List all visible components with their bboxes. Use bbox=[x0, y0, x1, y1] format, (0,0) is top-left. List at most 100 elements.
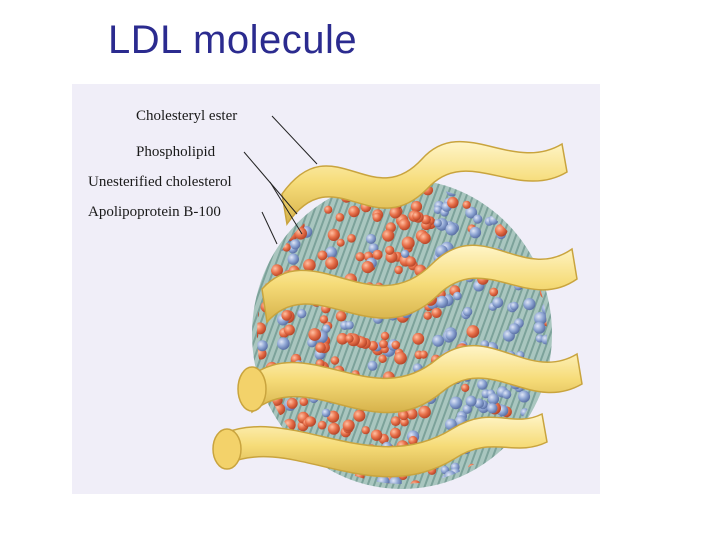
lipid-sphere bbox=[281, 310, 292, 321]
lipid-sphere bbox=[449, 396, 463, 410]
lipid-sphere bbox=[286, 397, 298, 409]
lipid-sphere bbox=[469, 226, 482, 239]
lipid-sphere bbox=[317, 250, 328, 261]
lipid-sphere bbox=[299, 397, 309, 407]
lipid-sphere bbox=[327, 228, 340, 241]
label-group: Cholesteryl ester Phospholipid Unesterif… bbox=[88, 108, 318, 245]
lipid-sphere bbox=[406, 408, 418, 420]
pointer-line bbox=[269, 181, 303, 235]
lipid-sphere bbox=[355, 252, 365, 262]
lipid-sphere bbox=[394, 265, 403, 275]
lipid-sphere bbox=[433, 219, 442, 228]
lipid-sphere bbox=[361, 426, 370, 435]
lipid-sphere bbox=[366, 233, 376, 244]
lipid-sphere bbox=[294, 227, 307, 240]
lipid-sphere bbox=[283, 324, 295, 336]
lipid-sphere bbox=[321, 408, 331, 418]
lipid-sphere bbox=[410, 201, 423, 213]
lipid-sphere bbox=[394, 351, 407, 365]
lipid-sphere bbox=[489, 287, 499, 297]
lipid-sphere bbox=[322, 324, 331, 333]
lipid-sphere bbox=[465, 395, 477, 407]
lipid-sphere bbox=[325, 256, 339, 270]
pointer-line bbox=[261, 211, 278, 245]
lipid-sphere bbox=[389, 476, 402, 484]
ldl-figure: Cholesteryl ester Phospholipid Unesterif… bbox=[72, 84, 600, 494]
lipid-sphere bbox=[335, 310, 347, 322]
lipid-sphere bbox=[382, 229, 395, 242]
lipid-sphere bbox=[297, 309, 307, 319]
lipid-sphere bbox=[379, 339, 388, 349]
lipid-sphere bbox=[290, 239, 301, 250]
lipid-sphere bbox=[376, 475, 390, 484]
lipid-sphere bbox=[287, 253, 299, 265]
lipid-sphere bbox=[391, 340, 401, 350]
lipid-sphere bbox=[462, 200, 471, 209]
lipid-sphere bbox=[330, 356, 340, 365]
lipid-sphere bbox=[432, 334, 444, 347]
lipid-sphere bbox=[271, 264, 283, 277]
lipid-sphere bbox=[380, 331, 390, 341]
lipid-sphere bbox=[370, 429, 383, 441]
lipid-sphere bbox=[408, 435, 418, 446]
lipid-sphere bbox=[401, 249, 410, 258]
lipid-sphere bbox=[336, 238, 345, 247]
lipid-sphere bbox=[347, 234, 356, 243]
lipid-sphere bbox=[433, 205, 443, 214]
lipid-sphere bbox=[327, 422, 340, 435]
lipid-sphere bbox=[534, 311, 547, 325]
lipid-sphere bbox=[336, 333, 349, 345]
lipid-sphere bbox=[319, 315, 329, 324]
lipid-sphere bbox=[348, 205, 360, 218]
lipid-sphere bbox=[461, 383, 470, 392]
lipid-sphere bbox=[361, 261, 374, 274]
lipid-sphere bbox=[325, 246, 338, 259]
lipid-sphere bbox=[462, 404, 472, 414]
lipid-sphere bbox=[367, 360, 378, 371]
lipid-sphere bbox=[372, 249, 383, 260]
ldl-illustration: Cholesteryl ester Phospholipid Unesterif… bbox=[72, 84, 600, 494]
lipid-sphere bbox=[385, 245, 395, 255]
lipid-sphere bbox=[436, 295, 449, 308]
lipid-sphere bbox=[523, 298, 536, 311]
lipid-sphere bbox=[389, 206, 402, 219]
lipid-sphere bbox=[345, 320, 354, 330]
lipid-sphere bbox=[399, 410, 409, 421]
lipid-sphere bbox=[390, 416, 401, 426]
lipid-sphere bbox=[335, 213, 345, 222]
label-phospholipid: Phospholipid bbox=[136, 144, 216, 160]
lipid-sphere bbox=[473, 214, 483, 224]
lipid-sphere bbox=[445, 329, 457, 341]
lipid-sphere bbox=[510, 301, 519, 311]
lipid-sphere bbox=[477, 379, 488, 390]
lipid-sphere bbox=[423, 311, 432, 320]
lipid-sphere bbox=[277, 337, 290, 350]
lipid-sphere bbox=[533, 321, 546, 334]
slide-title: LDL molecule bbox=[108, 18, 358, 62]
lipid-sphere bbox=[390, 427, 401, 439]
lipid-sphere bbox=[378, 354, 387, 363]
lipid-sphere bbox=[398, 218, 411, 231]
lipid-sphere bbox=[541, 334, 547, 345]
lipid-sphere bbox=[315, 342, 326, 353]
label-apolipoprotein-b100: Apolipoprotein B-100 bbox=[88, 204, 221, 220]
lipid-sphere bbox=[401, 236, 415, 250]
lipid-sphere bbox=[487, 403, 498, 414]
label-unesterified-cholesterol: Unesterified cholesterol bbox=[88, 174, 232, 190]
lipid-sphere bbox=[405, 256, 416, 267]
lipid-sphere bbox=[419, 232, 431, 245]
lipid-sphere bbox=[445, 223, 458, 236]
lipid-sphere bbox=[508, 323, 520, 335]
lipid-sphere bbox=[257, 322, 266, 335]
lipid-sphere bbox=[345, 334, 354, 343]
lipid-sphere bbox=[453, 291, 462, 301]
lipid-sphere bbox=[353, 409, 366, 422]
lipid-sphere bbox=[303, 258, 316, 272]
lipid-sphere bbox=[462, 307, 473, 317]
lipid-sphere bbox=[418, 405, 431, 419]
label-cholesteryl-ester: Cholesteryl ester bbox=[136, 108, 237, 124]
lipid-sphere bbox=[447, 196, 459, 209]
lipid-sphere bbox=[431, 307, 442, 318]
lipid-sphere bbox=[487, 393, 500, 405]
lipid-sphere bbox=[492, 297, 504, 308]
